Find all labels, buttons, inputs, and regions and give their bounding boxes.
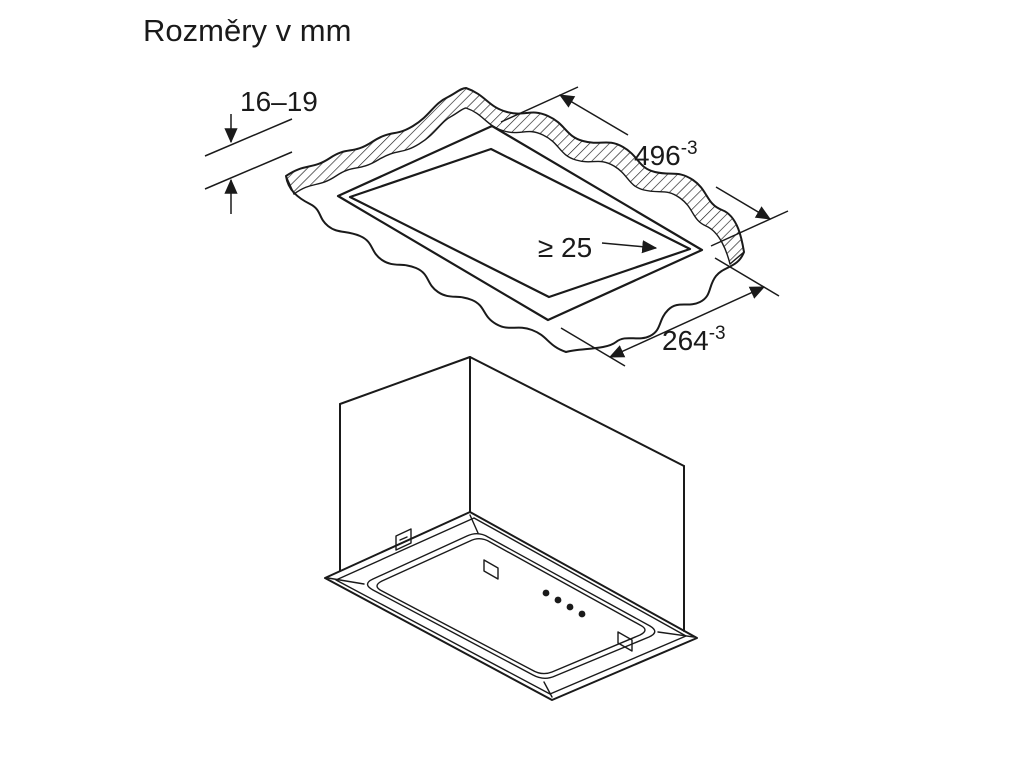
- width-dimension-line-a: [558, 94, 629, 136]
- filter-panel-outer: [366, 533, 656, 679]
- min-clearance-label: ≥ 25: [538, 232, 592, 263]
- cutout-width-label: 496-3: [634, 138, 698, 171]
- depth-extension-line-left: [560, 327, 626, 367]
- cutout-width-tolerance: -3: [681, 138, 698, 159]
- cut-edge-inner-line: [293, 107, 731, 265]
- cutout-depth-dimension: 264-3: [560, 257, 780, 367]
- width-extension-line-right: [710, 210, 789, 247]
- depth-extension-line-right: [714, 257, 780, 297]
- cutout-depth-label: 264-3: [662, 323, 726, 356]
- width-dimension-line-b: [715, 186, 772, 220]
- cutout-depth-value: 264: [662, 325, 709, 356]
- power-switch-detail: [399, 536, 408, 541]
- hood-flange-outline: [324, 511, 698, 701]
- hood-flange-lip-line: [335, 517, 687, 695]
- lamp-left-icon: [483, 559, 499, 580]
- power-switch: [395, 528, 412, 551]
- cut-edge-end-caps: [285, 175, 745, 265]
- cutout-panel-figure: 16–19 496-3 ≥ 25 264-3: [204, 86, 789, 367]
- cutout-frame-outer: [336, 124, 704, 322]
- cut-edge-hatching: [286, 88, 744, 264]
- control-button-4: [578, 610, 586, 618]
- control-buttons: [542, 589, 586, 618]
- power-switch-outline: [395, 528, 412, 551]
- lamp-right-icon: [617, 631, 633, 652]
- cutout-depth-tolerance: -3: [709, 323, 726, 344]
- thickness-reference-line-bottom: [204, 151, 293, 190]
- hood-unit-figure: [324, 356, 698, 701]
- control-button-1: [542, 589, 550, 597]
- flange-corner-miters: [327, 514, 695, 698]
- control-button-3: [566, 603, 574, 611]
- thickness-reference-line-top: [204, 118, 293, 157]
- diagram-title: Rozměry v mm: [143, 13, 351, 48]
- width-extension-line-left: [500, 86, 579, 123]
- cutout-width-value: 496: [634, 140, 681, 171]
- cutout-width-dimension: 496-3: [500, 86, 789, 247]
- cutout-frame-inner: [348, 147, 692, 299]
- min-clearance-arrow: [601, 240, 658, 254]
- panel-thickness-label: 16–19: [240, 86, 318, 117]
- depth-dimension-line: [608, 286, 766, 358]
- panel-thickness-dimension: 16–19: [204, 86, 318, 214]
- min-clearance-dimension: ≥ 25: [538, 232, 658, 263]
- hood-body-top-edges: [339, 356, 685, 467]
- filter-panel-inner: [376, 538, 646, 675]
- control-button-2: [554, 596, 562, 604]
